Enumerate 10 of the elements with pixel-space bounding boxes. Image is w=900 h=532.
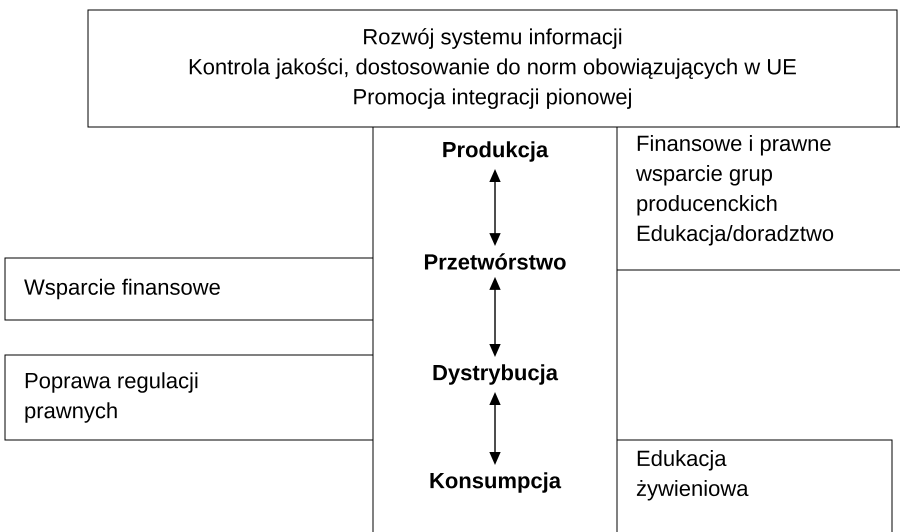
text-box: Poprawa regulacji prawnych: [4, 354, 374, 440]
column-box: [372, 126, 618, 532]
text-box: Finansowe i prawne wsparcie grup producenckich Edukacja/doradztwo: [616, 126, 900, 270]
text-box: Wsparcie finansowe: [4, 258, 374, 320]
stage-label: Przetwórstwo: [424, 253, 566, 270]
stage-label: Produkcja: [443, 141, 548, 162]
stage-label: Dystrybucja: [434, 364, 558, 385]
text-box: Rozwój systemu informacji Kontrola jakości, dostosowanie do norm obowiązujących w UE Promocja integracji pionowej: [88, 10, 898, 128]
stage-label: Konsumpcja: [430, 472, 562, 493]
text-box: Edukacja żywieniowa: [616, 439, 892, 532]
